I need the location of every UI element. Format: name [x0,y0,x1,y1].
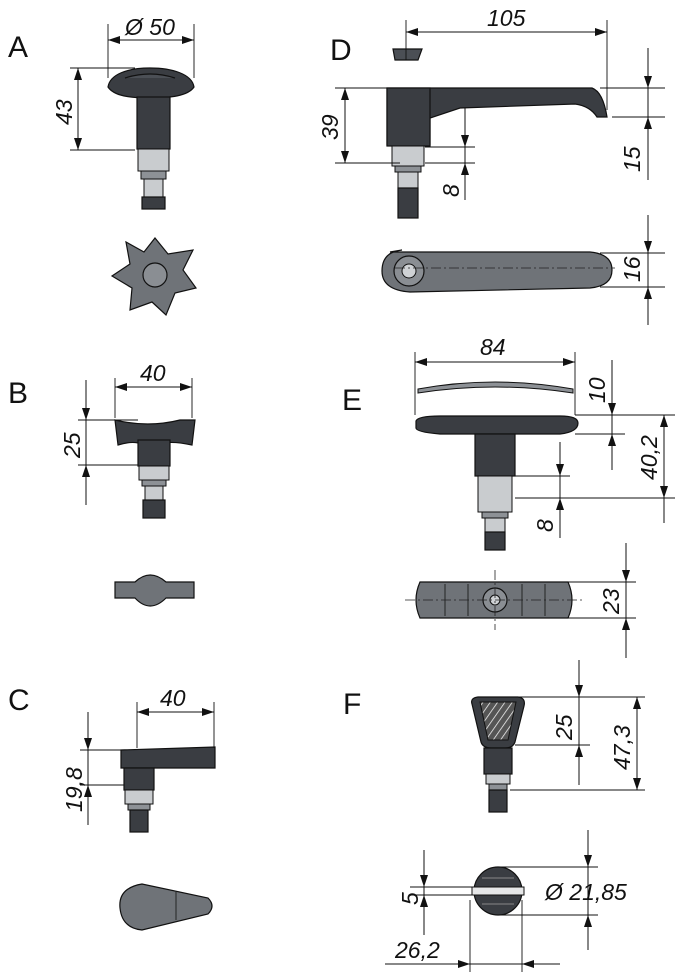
dim-d-step: 8 [438,184,464,197]
dim-b-width: 40 [140,360,166,386]
label-b: B [8,377,28,410]
dim-f: 25 47,3 5 Ø 21,85 26,2 [385,660,645,972]
dim-e-step: 8 [532,519,558,532]
label-e: E [342,384,362,417]
dim-b: 40 25 [59,360,193,505]
label-d: D [330,34,352,67]
dim-a: Ø 50 43 [51,14,195,151]
dim-c: 40 19,8 [61,685,215,825]
knob-a-top-view [110,237,198,317]
knob-f-side-view [471,696,525,813]
dim-e-depth: 23 [598,588,624,615]
dim-e-height: 40,2 [636,435,662,480]
dim-d-height: 39 [317,114,343,140]
knob-f-top-view [471,866,525,916]
label-f: F [343,688,361,721]
dim-f-diameter: Ø 21,85 [544,879,627,905]
dim-f-slot: 5 [397,892,423,905]
dim-a-height: 43 [51,99,77,125]
dim-c-width: 40 [160,685,186,711]
dim-f-height: 47,3 [609,725,635,770]
dim-d: 105 39 8 15 16 [317,5,665,325]
knob-b-top-view [114,574,195,607]
dim-b-height: 25 [59,432,85,459]
label-c: C [8,684,30,717]
handle-d-side-view [386,48,608,219]
dim-a-width: Ø 50 [124,14,175,40]
dim-d-width: 16 [619,256,645,282]
dim-e: 84 10 40,2 8 23 [414,334,675,658]
knob-b-side-view [114,419,196,519]
dim-d-length: 105 [487,5,526,31]
knob-a-side-view [107,67,195,210]
dim-e-thickness: 10 [584,377,610,403]
handle-c-side-view [120,746,216,833]
label-a: A [8,31,28,64]
handle-e-side-view [415,381,579,551]
handle-d-top-view [381,249,615,293]
handle-c-top-view [119,883,213,931]
dim-c-height: 19,8 [61,767,87,812]
dim-e-width: 84 [480,334,506,360]
dim-f-offset: 26,2 [394,937,440,963]
handle-e-top-view [405,570,585,630]
dim-d-end: 15 [619,146,645,172]
dim-f-top: 25 [551,714,577,741]
